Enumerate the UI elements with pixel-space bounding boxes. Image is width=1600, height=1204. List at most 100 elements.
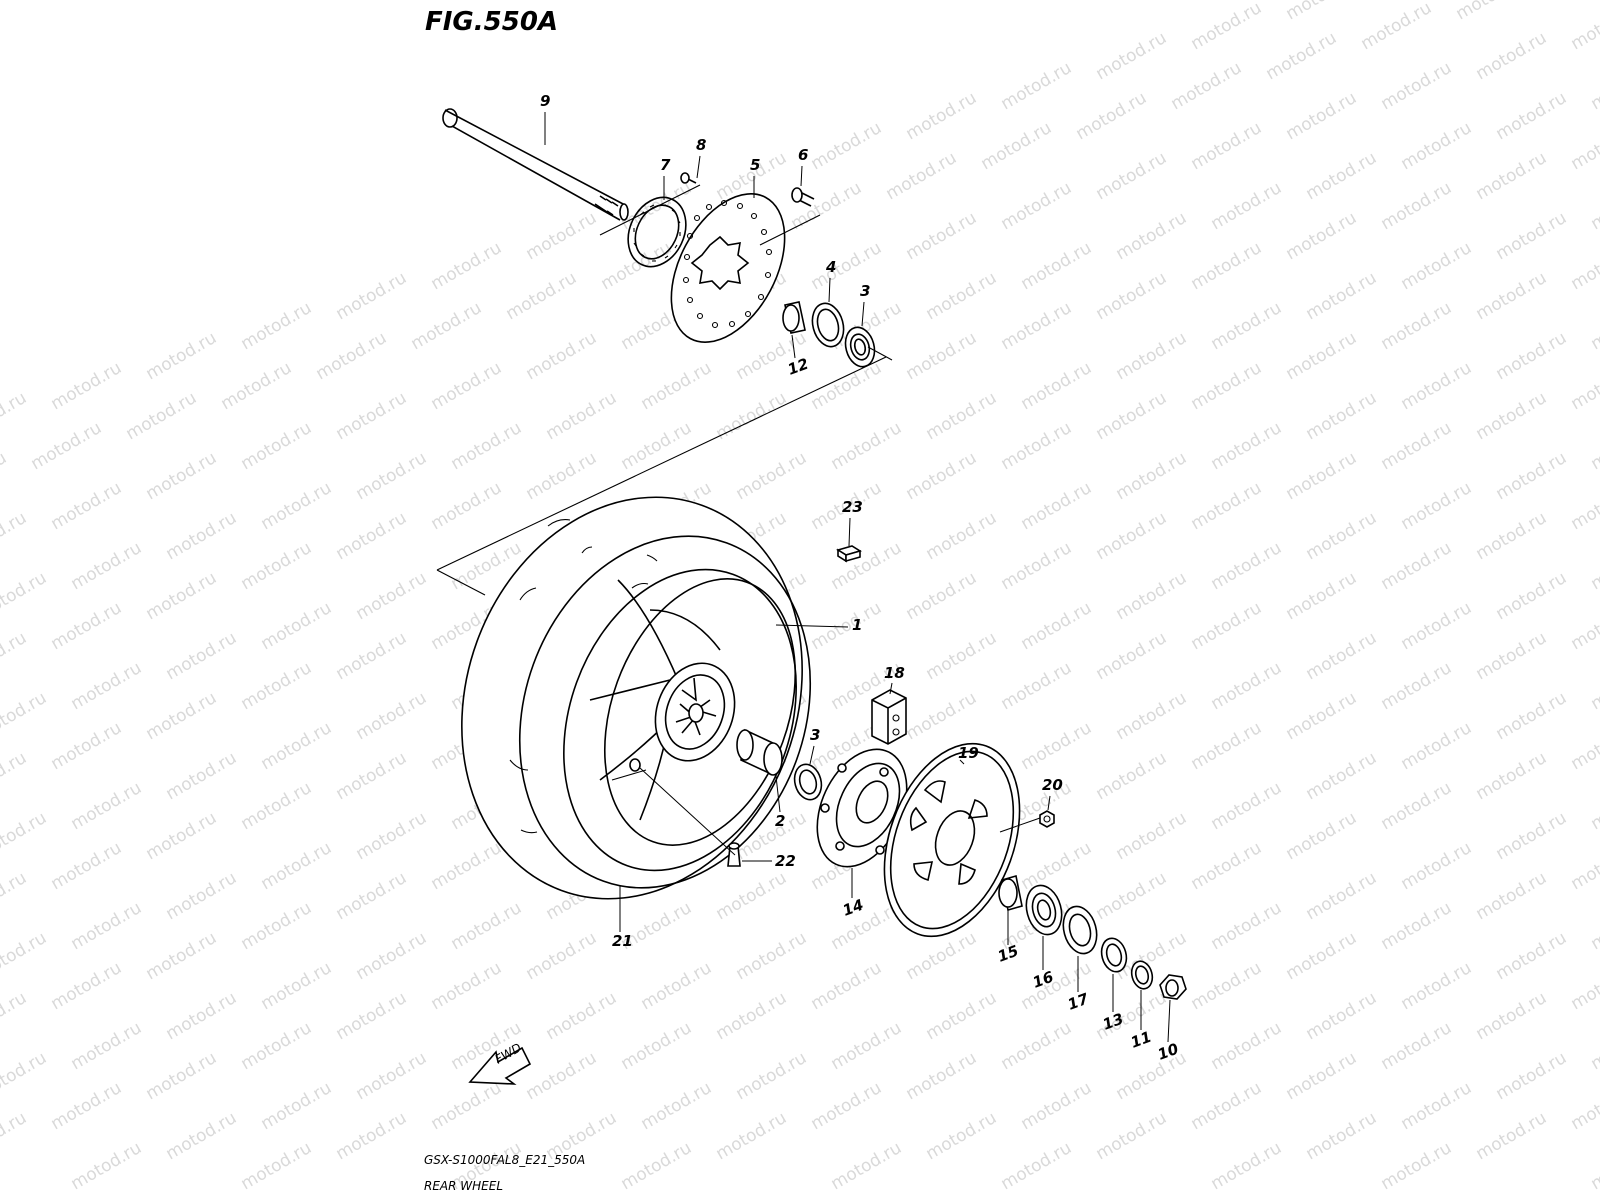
watermark-text: motod.ru [1568, 1078, 1600, 1134]
watermark-text: motod.ru [1378, 418, 1456, 474]
upper-spacer-drawing [783, 302, 805, 333]
watermark-text: motod.ru [0, 808, 50, 864]
watermark-text: motod.ru [1303, 988, 1381, 1044]
watermark-text: motod.ru [428, 838, 506, 894]
watermark-text: motod.ru [903, 208, 981, 264]
watermark-text: motod.ru [238, 658, 316, 714]
watermark-text: motod.ru [48, 838, 126, 894]
watermark-text: motod.ru [1208, 898, 1286, 954]
watermark-text: motod.ru [1398, 718, 1476, 774]
watermark-text: motod.ru [0, 928, 50, 984]
watermark-text: motod.ru [808, 1078, 886, 1134]
svg-text:3: 3 [860, 282, 870, 300]
watermark-text: motod.ru [1398, 598, 1476, 654]
watermark-text: motod.ru [1093, 28, 1171, 84]
watermark-text: motod.ru [923, 268, 1001, 324]
watermark-text: motod.ru [1208, 178, 1286, 234]
watermark-text: motod.ru [333, 268, 411, 324]
watermark-text: motod.ru [218, 358, 296, 414]
callout-6: 6 [798, 146, 808, 186]
svg-text:22: 22 [775, 852, 796, 870]
svg-text:9: 9 [540, 92, 550, 110]
watermark-text: motod.ru [258, 718, 336, 774]
watermark-text: motod.ru [998, 1018, 1076, 1074]
watermark-text: motod.ru [1303, 508, 1381, 564]
watermark-text: motod.ru [808, 238, 886, 294]
watermark-text: motod.ru [353, 568, 431, 624]
watermark-text: motod.ru [353, 448, 431, 504]
watermark-text: motod.ru [48, 1078, 126, 1134]
watermark-text: motod.ru [448, 898, 526, 954]
watermark-text: motod.ru [0, 628, 30, 684]
watermark-text: motod.ru [333, 508, 411, 564]
watermark-text: motod.ru [428, 238, 506, 294]
watermark-text: motod.ru [638, 1078, 716, 1134]
svg-text:6: 6 [798, 146, 808, 164]
watermark-text: motod.ru [828, 1018, 906, 1074]
watermark-text: motod.ru [713, 988, 791, 1044]
watermark-text: motod.ru [313, 328, 391, 384]
watermark-text: motod.ru [68, 778, 146, 834]
watermark-text: motod.ru [1378, 538, 1456, 594]
watermark-text: motod.ru [68, 1018, 146, 1074]
balance-weight-drawing [838, 546, 860, 561]
watermark-text: motod.ru [998, 58, 1076, 114]
watermark-text: motod.ru [0, 568, 50, 624]
watermark-text: motod.ru [1398, 238, 1476, 294]
watermark-text: motod.ru [258, 478, 336, 534]
watermark-text: motod.ru [1473, 28, 1551, 84]
watermark-text: motod.ru [238, 1018, 316, 1074]
watermark-text: motod.ru [68, 658, 146, 714]
watermark-text: motod.ru [903, 568, 981, 624]
watermark-text: motod.ru [1283, 0, 1361, 24]
watermark-text: motod.ru [733, 1048, 811, 1104]
watermark-text: motod.ru [163, 508, 241, 564]
watermark-text: motod.ru [1473, 148, 1551, 204]
watermark-text: motod.ru [1188, 838, 1266, 894]
watermark-text: motod.ru [1588, 538, 1600, 594]
watermark-text: motod.ru [163, 748, 241, 804]
watermark-text: motod.ru [1093, 148, 1171, 204]
watermark-text: motod.ru [828, 538, 906, 594]
watermark-text: motod.ru [1093, 1108, 1171, 1164]
watermark-text: motod.ru [1188, 958, 1266, 1014]
watermark-text: motod.ru [48, 598, 126, 654]
watermark-text: motod.ru [1093, 388, 1171, 444]
watermark-text: motod.ru [1208, 538, 1286, 594]
watermark-text: motod.ru [923, 988, 1001, 1044]
svg-text:17: 17 [1065, 990, 1091, 1014]
watermark-text: motod.ru [48, 958, 126, 1014]
watermark-text: motod.ru [353, 928, 431, 984]
svg-text:3: 3 [810, 726, 820, 744]
watermark-text: motod.ru [1188, 1078, 1266, 1134]
callout-8: 8 [696, 136, 706, 178]
watermark-text: motod.ru [1303, 628, 1381, 684]
watermark-text: motod.ru [1378, 1138, 1456, 1194]
callout-2: 2 [775, 776, 785, 830]
watermark-text: motod.ru [903, 328, 981, 384]
watermark-text: motod.ru [1093, 868, 1171, 924]
watermark-text: motod.ru [333, 388, 411, 444]
watermark-text: motod.ru [68, 538, 146, 594]
watermark-text: motod.ru [1303, 748, 1381, 804]
watermark-text: motod.ru [923, 628, 1001, 684]
watermark-text: motod.ru [48, 358, 126, 414]
watermark-text: motod.ru [28, 418, 106, 474]
watermark-text: motod.ru [1588, 298, 1600, 354]
watermark-text: motod.ru [1493, 688, 1571, 744]
watermark-text: motod.ru [1473, 268, 1551, 324]
watermark-text: motod.ru [1113, 568, 1191, 624]
watermark-text: motod.ru [238, 298, 316, 354]
watermark-text: motod.ru [1398, 478, 1476, 534]
watermark-text: motod.ru [638, 958, 716, 1014]
watermark-text: motod.ru [0, 1048, 50, 1104]
watermark-text: motod.ru [1093, 508, 1171, 564]
watermark-text: motod.ru [0, 688, 50, 744]
watermark-text: motod.ru [238, 538, 316, 594]
watermark-text: motod.ru [0, 448, 10, 504]
watermark-text: motod.ru [923, 388, 1001, 444]
watermark-text: motod.ru [998, 178, 1076, 234]
watermark-text: motod.ru [1113, 328, 1191, 384]
